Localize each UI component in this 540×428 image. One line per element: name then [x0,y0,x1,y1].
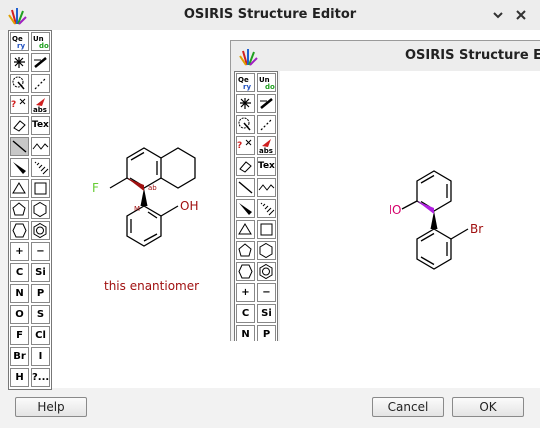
svg-text:do: do [39,42,49,50]
tool-hexagon-icon[interactable] [31,200,50,219]
tool-triangle-icon[interactable] [236,220,255,239]
tool-atom-map-icon[interactable]: ? [10,95,29,114]
tool-atom-br[interactable]: Br [10,347,29,366]
svg-text:?: ? [11,100,16,110]
svg-text:ry: ry [243,83,251,91]
tool-hexagon-icon[interactable] [257,241,276,260]
tool-charge-plus[interactable]: + [10,242,29,261]
minimize-icon[interactable] [490,7,506,23]
tool-text[interactable]: Text [257,157,276,176]
caption-label: this enantiomer [104,279,199,293]
title-bar-2[interactable]: OSIRIS Structure Editor [231,41,540,71]
window-title: OSIRIS Structure Editor [183,7,357,22]
tool-atom-f[interactable]: F [10,326,29,345]
window-title-2: OSIRIS Structure Editor [405,48,540,63]
tool-atom-c[interactable]: C [236,304,255,323]
tool-square-icon[interactable] [31,179,50,198]
tool-atom-c[interactable]: C [10,263,29,282]
svg-text:Un: Un [259,76,270,84]
svg-text:abs: abs [33,106,47,113]
tool-zigzag-icon[interactable] [257,178,276,197]
svg-text:Qe: Qe [12,35,23,43]
tool-cyclohexane-icon[interactable] [236,262,255,281]
tool-abs-icon[interactable]: abs [257,136,276,155]
tool-chain-icon[interactable] [31,74,50,93]
tool-atom-o[interactable]: O [10,305,29,324]
tool-pentagon-icon[interactable] [10,200,29,219]
tool-select-icon[interactable] [10,74,29,93]
tool-atom-query[interactable]: ?... [31,368,50,387]
tool-erase-bond-icon[interactable] [31,53,50,72]
tool-charge-plus[interactable]: + [236,283,255,302]
tool-atom-cl[interactable]: Cl [31,326,50,345]
tool-atom-n[interactable]: N [10,284,29,303]
structure-editor-window-2[interactable]: OSIRIS Structure Editor QeryUndo?absText… [230,40,540,341]
molecule-2: HO Br [390,170,483,270]
hydroxyl-label-2: HO [390,203,401,217]
tool-select-icon[interactable] [236,115,255,134]
tool-text[interactable]: Text [31,116,50,135]
tool-zigzag-icon[interactable] [31,137,50,156]
tool-line-bond-icon[interactable] [10,137,29,156]
osiris-logo-icon [8,8,27,25]
fluorine-label: F [92,181,99,195]
stereo-wedge-2 [417,201,434,214]
tool-eraser-icon[interactable] [10,116,29,135]
title-bar[interactable]: OSIRIS Structure Editor [0,0,540,30]
tool-wedge-bond-icon[interactable] [10,158,29,177]
tool-hash-bond-icon[interactable] [257,199,276,218]
tool-atom-si[interactable]: Si [31,263,50,282]
tool-wedge-bond-icon[interactable] [236,199,255,218]
tool-atom-n[interactable]: N [236,325,255,341]
svg-text:ry: ry [17,42,25,50]
stereo-wedge [127,178,144,191]
tool-cyclohexane-icon[interactable] [10,221,29,240]
cancel-button[interactable]: Cancel [372,397,444,417]
tool-lasso-icon[interactable] [10,53,29,72]
svg-text:Qe: Qe [238,76,249,84]
tool-eraser-icon[interactable] [236,157,255,176]
tool-atom-p[interactable]: P [31,284,50,303]
tool-atom-map-icon[interactable]: ? [236,136,255,155]
tool-atom-si[interactable]: Si [257,304,276,323]
tool-atom-h[interactable]: H [10,368,29,387]
tool-charge-minus[interactable]: − [257,283,276,302]
stereo-m-label: M [134,205,140,213]
tool-pentagon-icon[interactable] [236,241,255,260]
molecule-1: F OH ab M this enantiomer [92,147,199,293]
tool-lasso-icon[interactable] [236,94,255,113]
tool-palette: QeryUndo?absText+−CSiNPOSFClBrIH?... [8,30,52,390]
svg-text:do: do [265,83,275,91]
tool-abs-icon[interactable]: abs [31,95,50,114]
hydroxyl-label: OH [180,199,198,213]
tool-atom-s[interactable]: S [31,305,50,324]
tool-benzene-icon[interactable] [257,262,276,281]
tool-atom-i[interactable]: I [31,347,50,366]
close-icon[interactable] [513,7,529,23]
bromine-label: Br [470,222,483,236]
svg-text:abs: abs [259,147,273,154]
tool-chain-icon[interactable] [257,115,276,134]
svg-text:Un: Un [33,35,44,43]
tool-triangle-icon[interactable] [10,179,29,198]
osiris-logo-icon [239,49,258,66]
drawing-canvas-2[interactable]: HO Br [280,71,540,341]
stereo-ab-label: ab [148,184,157,192]
ok-button[interactable]: OK [452,397,524,417]
help-button[interactable]: Help [15,397,87,417]
tool-benzene-icon[interactable] [31,221,50,240]
tool-charge-minus[interactable]: − [31,242,50,261]
tool-erase-bond-icon[interactable] [257,94,276,113]
tool-line-bond-icon[interactable] [236,178,255,197]
tool-hash-bond-icon[interactable] [31,158,50,177]
tool-atom-p[interactable]: P [257,325,276,341]
tool-square-icon[interactable] [257,220,276,239]
svg-text:?: ? [237,141,242,151]
